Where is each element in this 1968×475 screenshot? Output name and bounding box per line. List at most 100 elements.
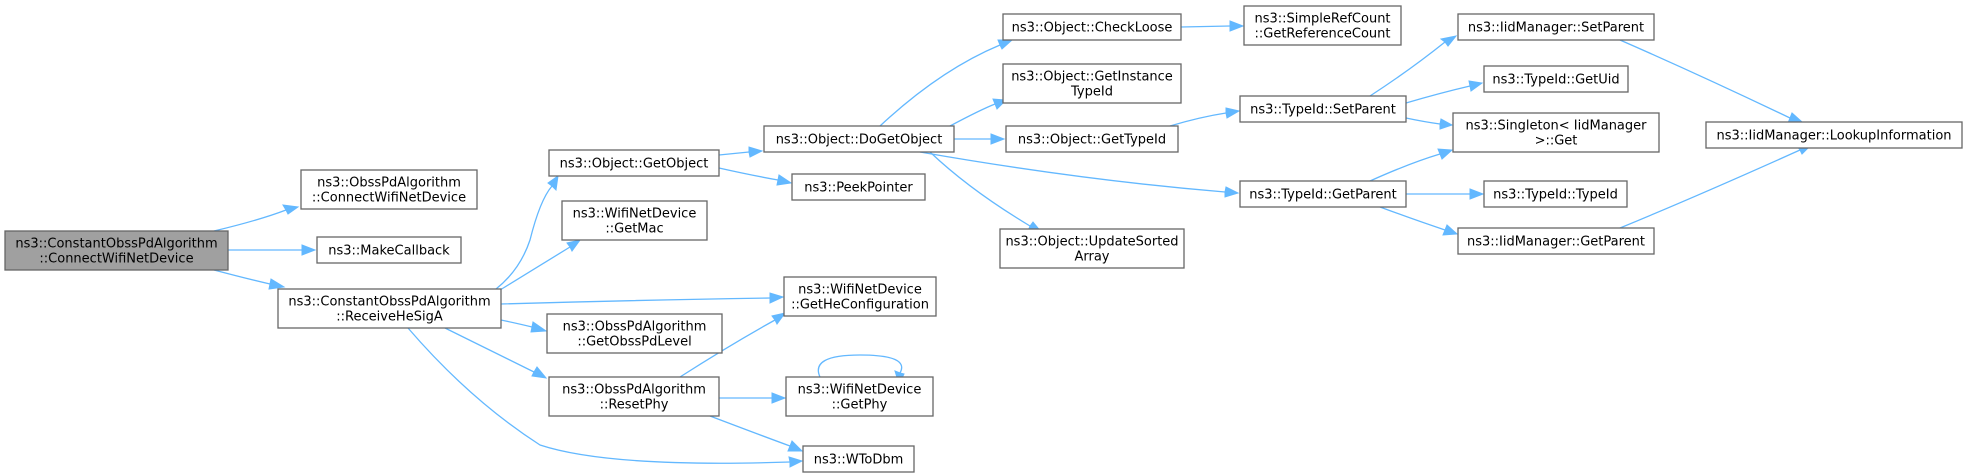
node-peek-pointer[interactable]: ns3::PeekPointer [791,173,926,201]
edge-line [1405,117,1441,125]
edge-arrowhead [1439,35,1458,47]
node-w-to-dbm[interactable]: ns3::WToDbm [802,445,915,473]
edge-do-get-object-to-get-typeid [954,133,1006,145]
node-label-line: ns3::IidManager::SetParent [1468,21,1644,36]
edge-arrowhead [771,392,787,404]
edge-typeid-get-parent-to-typeid-typeid [1406,188,1485,200]
node-iid-set-parent[interactable]: ns3::IidManager::SetParent [1457,13,1655,41]
node-label-line: ns3::IidManager::LookupInformation [1716,129,1951,144]
node-label-line: ns3::Object::GetInstance [1011,70,1173,85]
node-singleton-get[interactable]: ns3::Singleton< IidManager >::Get [1452,112,1660,153]
node-box [802,445,915,473]
node-label-line: ::ConnectWifiNetDevice [312,191,466,206]
edge-line [679,319,776,378]
node-label-line: ns3::ConstantObssPdAlgorithm [15,237,217,252]
node-get-he-config[interactable]: ns3::WifiNetDevice::GetHeConfiguration [783,276,937,317]
node-check-loose[interactable]: ns3::Object::CheckLoose [1002,13,1182,41]
edge-root-to-obss-connect [213,204,300,232]
node-box [1002,63,1182,104]
edge-line [1379,206,1446,231]
edge-arrowhead [787,440,804,452]
edge-arrowhead [788,456,804,468]
edge-arrowhead [531,366,548,379]
node-do-get-object[interactable]: ns3::Object::DoGetObject [763,125,955,153]
edge-typeid-set-parent-to-singleton-get [1405,117,1454,130]
edge-line [709,415,791,447]
node-label-line: ns3::ObssPdAlgorithm [563,320,707,335]
edge-iid-get-parent-to-lookup-information [1619,145,1812,229]
node-get-mac[interactable]: ns3::WifiNetDevice::GetMac [561,200,708,241]
node-label-line: ns3::MakeCallback [328,244,450,259]
node-reset-phy[interactable]: ns3::ObssPdAlgorithm::ResetPhy [548,376,720,417]
node-get-reference-count[interactable]: ns3::SimpleRefCount::GetReferenceCount [1243,5,1402,46]
node-box [783,276,937,317]
node-get-typeid[interactable]: ns3::Object::GetTypeId [1005,125,1179,153]
node-label-line: ns3::PeekPointer [804,181,913,196]
edge-arrowhead [1469,188,1485,200]
node-receive-he-siga[interactable]: ns3::ConstantObssPdAlgorithm::ReceiveHeS… [277,288,502,329]
node-label-line: ns3::WifiNetDevice [573,207,697,222]
node-label-line: ::ConnectWifiNetDevice [39,252,193,267]
edge-line [500,297,771,305]
node-box [1457,13,1655,41]
edge-arrowhead [1225,107,1241,119]
node-get-phy[interactable]: ns3::WifiNetDevice::GetPhy [785,376,934,417]
edge-line [1619,149,1801,229]
edge-line [1369,41,1446,97]
edge-get-object-to-peek-pointer [718,167,793,186]
node-box [561,200,708,241]
node-typeid-typeid[interactable]: ns3::TypeId::TypeId [1483,180,1628,208]
edge-receive-he-siga-to-get-object [495,174,559,290]
node-typeid-set-parent[interactable]: ns3::TypeId::SetParent [1239,95,1407,123]
node-typeid-get-parent[interactable]: ns3::TypeId::GetParent [1239,180,1407,208]
edge-arrowhead [748,146,764,158]
node-label-line: ns3::Object::GetObject [560,157,709,172]
node-label-line: ns3::WifiNetDevice [798,283,922,298]
edge-get-typeid-to-typeid-set-parent [1169,107,1241,127]
edge-line [919,151,1226,193]
node-get-obss-pd-level[interactable]: ns3::ObssPdAlgorithm::GetObssPdLevel [546,313,723,354]
edge-arrowhead [301,244,317,256]
node-label-line: ::GetMac [605,222,663,237]
node-box [546,313,723,354]
edge-arrowhead [1229,20,1245,32]
node-label-line: ::GetReferenceCount [1255,27,1391,42]
edge-line [499,246,571,291]
edge-arrowhead [1468,80,1484,92]
node-lookup-information[interactable]: ns3::IidManager::LookupInformation [1705,121,1963,149]
node-get-object[interactable]: ns3::Object::GetObject [548,149,720,177]
edge-line [929,151,1031,227]
node-make-callback[interactable]: ns3::MakeCallback [316,236,462,264]
node-box [277,288,502,329]
node-obss-connect[interactable]: ns3::ObssPdAlgorithm::ConnectWifiNetDevi… [300,169,478,210]
edge-line [407,327,791,464]
edge-check-loose-to-get-reference-count [1180,20,1245,32]
node-box [763,125,955,153]
edge-receive-he-siga-to-get-obss-pd-level [500,319,548,333]
edge-line [949,103,996,127]
node-label-line: ns3::Object::GetTypeId [1018,133,1166,148]
edge-typeid-set-parent-to-typeid-get-uid [1405,80,1484,104]
node-box [1457,227,1655,255]
edge-do-get-object-to-get-instance-typeid [949,98,1008,127]
edge-arrowhead [530,321,548,333]
node-typeid-get-uid[interactable]: ns3::TypeId::GetUid [1483,65,1629,93]
call-graph-edges [213,20,1812,468]
node-label-line: ns3::WifiNetDevice [798,383,922,398]
node-label-line: ns3::WToDbm [814,453,904,468]
node-root[interactable]: ns3::ConstantObssPdAlgorithm::ConnectWif… [4,230,229,271]
node-label-line: ns3::Singleton< IidManager [1465,119,1647,134]
edge-line [500,319,533,328]
node-box [1239,95,1407,123]
node-label-line: ns3::ObssPdAlgorithm [317,176,461,191]
node-label-line: ns3::TypeId::SetParent [1250,103,1396,118]
edge-root-to-make-callback [228,244,317,256]
edge-line [1405,85,1471,104]
node-iid-get-parent[interactable]: ns3::IidManager::GetParent [1457,227,1655,255]
node-label-line: TypeId [1070,85,1113,100]
edge-arrowhead [771,312,787,325]
edge-receive-he-siga-to-get-mac [499,239,582,291]
